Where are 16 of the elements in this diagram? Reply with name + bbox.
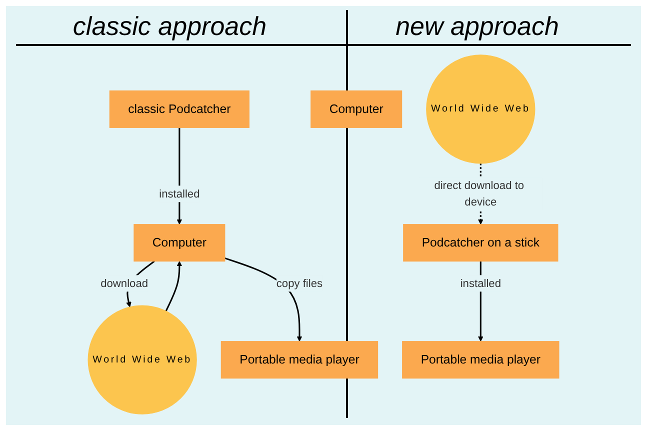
arrow: [165, 261, 182, 312]
node-circle: World Wide Web: [88, 305, 197, 414]
node-box: classic Podcatcher: [109, 90, 250, 128]
node-box: Computer: [134, 224, 226, 262]
node-box: Podcatcher on a stick: [403, 224, 558, 262]
edge-label: installed: [460, 276, 501, 290]
column-heading: new approach: [396, 10, 559, 42]
node-box: Portable media player: [402, 341, 560, 379]
column-heading: classic approach: [72, 10, 267, 42]
edge-label: installed: [159, 187, 200, 200]
node-box: Portable media player: [220, 341, 378, 379]
edge-label: copy files: [276, 276, 323, 290]
edge-label: direct download to device: [434, 179, 524, 208]
edge-label: download: [100, 276, 148, 290]
node-circle: World Wide Web: [426, 54, 536, 164]
node-box: Computer: [310, 90, 402, 128]
